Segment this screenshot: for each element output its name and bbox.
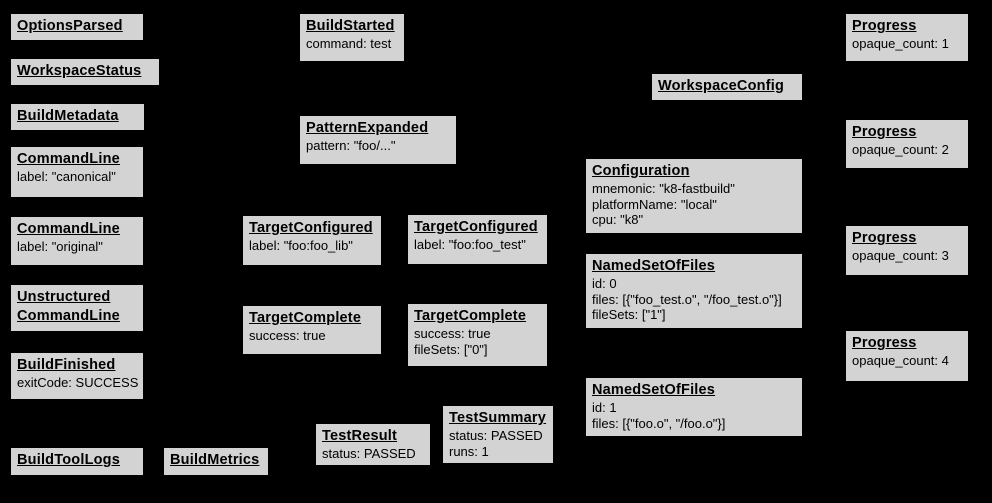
node-test-result: TestResult status: PASSED bbox=[315, 423, 431, 466]
node-build-metadata: BuildMetadata bbox=[10, 103, 145, 131]
event-node-details: exitCode: SUCCESS bbox=[17, 375, 138, 391]
event-node-title: Progress bbox=[852, 335, 917, 351]
event-node-title: BuildFinished bbox=[17, 357, 116, 373]
event-node-detail-line: opaque_count: 1 bbox=[852, 36, 949, 51]
node-progress-3: Progress opaque_count: 3 bbox=[845, 225, 969, 276]
event-node-title: Progress bbox=[852, 18, 917, 34]
event-node-title: Configuration bbox=[592, 163, 690, 179]
node-configuration: Configuration mnemonic: "k8-fastbuild"pl… bbox=[585, 158, 803, 234]
event-node-detail-line: mnemonic: "k8-fastbuild" bbox=[592, 181, 735, 196]
node-workspace-status: WorkspaceStatus bbox=[10, 58, 160, 86]
event-node-detail-line: command: test bbox=[306, 36, 392, 51]
event-node-details: opaque_count: 2 bbox=[852, 142, 963, 158]
node-unstructured-command-line: Unstructured CommandLine bbox=[10, 284, 144, 332]
event-node-title: BuildMetadata bbox=[17, 108, 119, 124]
event-node-title: BuildStarted bbox=[306, 18, 395, 34]
event-node-details: success: true bbox=[249, 328, 376, 344]
event-node-title: TargetConfigured bbox=[414, 219, 538, 235]
node-command-line-original: CommandLine label: "original" bbox=[10, 216, 144, 266]
event-node-detail-line: opaque_count: 3 bbox=[852, 248, 949, 263]
node-target-configured-foo-lib: TargetConfigured label: "foo:foo_lib" bbox=[242, 215, 382, 266]
event-node-title: NamedSetOfFiles bbox=[592, 382, 716, 398]
node-progress-1: Progress opaque_count: 1 bbox=[845, 13, 969, 62]
event-node-detail-line: label: "canonical" bbox=[17, 169, 116, 184]
event-node-details: label: "canonical" bbox=[17, 169, 138, 185]
event-node-details: opaque_count: 3 bbox=[852, 248, 963, 264]
event-node-title: TestResult bbox=[322, 428, 398, 444]
node-build-tool-logs: BuildToolLogs bbox=[10, 447, 144, 476]
event-node-title: WorkspaceStatus bbox=[17, 63, 142, 79]
event-node-details: pattern: "foo/..." bbox=[306, 138, 451, 154]
event-node-detail-line: cpu: "k8" bbox=[592, 212, 644, 227]
node-target-configured-foo-test: TargetConfigured label: "foo:foo_test" bbox=[407, 214, 548, 265]
event-node-title: TargetComplete bbox=[414, 308, 527, 324]
node-build-metrics: BuildMetrics bbox=[163, 447, 269, 476]
event-node-title: OptionsParsed bbox=[17, 18, 123, 34]
event-node-details: opaque_count: 1 bbox=[852, 36, 963, 52]
event-node-detail-line: files: [{"foo.o", "/foo.o"}] bbox=[592, 415, 726, 431]
event-node-title: CommandLine bbox=[17, 151, 120, 167]
event-node-detail-line: success: true bbox=[414, 326, 491, 341]
event-node-details: label: "foo:foo_test" bbox=[414, 237, 542, 253]
event-node-details: status: PASSED bbox=[322, 446, 425, 462]
event-node-title: WorkspaceConfig bbox=[658, 78, 785, 94]
event-node-detail-line: fileSets: ["1"] bbox=[592, 307, 666, 322]
event-node-details: mnemonic: "k8-fastbuild"platformName: "l… bbox=[592, 181, 797, 228]
event-node-title: CommandLine bbox=[17, 221, 120, 237]
event-node-title: TestSummary bbox=[449, 410, 547, 426]
event-node-title: TargetComplete bbox=[249, 310, 362, 326]
event-node-details: label: "foo:foo_lib" bbox=[249, 238, 376, 254]
event-node-detail-line: opaque_count: 4 bbox=[852, 353, 949, 368]
node-options-parsed: OptionsParsed bbox=[10, 13, 144, 41]
event-node-detail-line: id: 1 bbox=[592, 400, 617, 415]
event-node-details: opaque_count: 4 bbox=[852, 353, 963, 369]
node-build-finished: BuildFinished exitCode: SUCCESS bbox=[10, 352, 144, 400]
event-node-detail-line: exitCode: SUCCESS bbox=[17, 375, 139, 390]
node-progress-2: Progress opaque_count: 2 bbox=[845, 119, 969, 169]
node-progress-4: Progress opaque_count: 4 bbox=[845, 330, 969, 382]
event-node-detail-line: id: 0 bbox=[592, 276, 617, 291]
event-node-details: label: "original" bbox=[17, 239, 138, 255]
node-build-started: BuildStarted command: test bbox=[299, 13, 405, 62]
event-node-title: NamedSetOfFiles bbox=[592, 258, 716, 274]
event-node-title: Progress bbox=[852, 230, 917, 246]
node-pattern-expanded: PatternExpanded pattern: "foo/..." bbox=[299, 115, 457, 165]
event-node-details: command: test bbox=[306, 36, 399, 52]
node-command-line-canonical: CommandLine label: "canonical" bbox=[10, 146, 144, 198]
event-node-detail-line: label: "foo:foo_lib" bbox=[249, 238, 353, 253]
event-node-title: Unstructured CommandLine bbox=[17, 289, 120, 324]
event-node-detail-line: status: PASSED bbox=[449, 428, 543, 443]
node-workspace-config: WorkspaceConfig bbox=[651, 73, 803, 101]
event-node-title: TargetConfigured bbox=[249, 220, 373, 236]
node-target-complete-lib: TargetComplete success: true bbox=[242, 305, 382, 355]
event-node-detail-line: label: "foo:foo_test" bbox=[414, 237, 526, 252]
event-node-detail-line: pattern: "foo/..." bbox=[306, 138, 396, 153]
event-node-detail-line: runs: 1 bbox=[449, 443, 489, 459]
event-node-detail-line: label: "original" bbox=[17, 239, 103, 254]
event-node-detail-line: status: PASSED bbox=[322, 446, 416, 461]
event-node-title: BuildToolLogs bbox=[17, 452, 121, 468]
event-node-title: Progress bbox=[852, 124, 917, 140]
event-node-title: PatternExpanded bbox=[306, 120, 429, 136]
event-node-title: BuildMetrics bbox=[170, 452, 260, 468]
event-node-detail-line: opaque_count: 2 bbox=[852, 142, 949, 157]
event-node-detail-line: platformName: "local" bbox=[592, 196, 717, 212]
event-node-detail-line: fileSets: ["0"] bbox=[414, 341, 488, 357]
event-node-detail-line: files: [{"foo_test.o", "/foo_test.o"}] bbox=[592, 291, 782, 307]
event-node-detail-line: success: true bbox=[249, 328, 326, 343]
